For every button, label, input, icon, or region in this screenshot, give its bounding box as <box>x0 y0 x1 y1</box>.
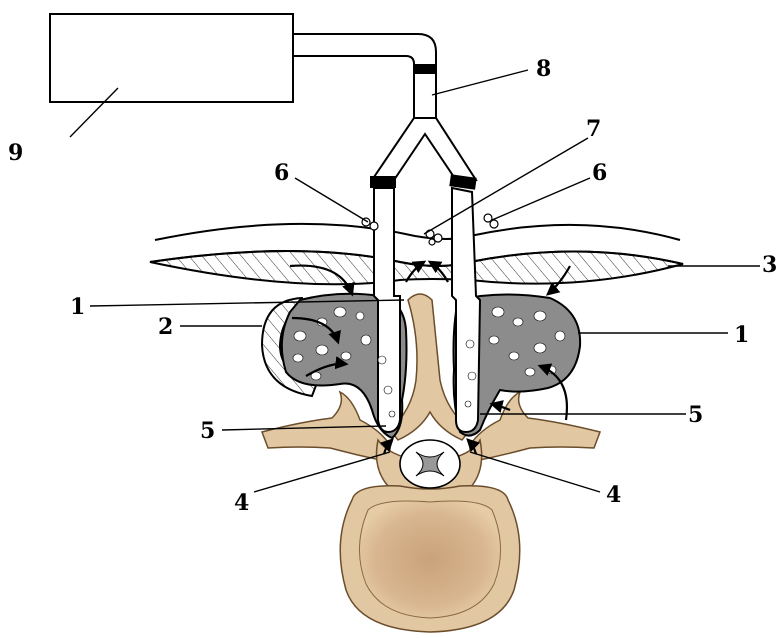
connecting-tube <box>293 34 436 120</box>
label-2: 2 <box>158 314 173 340</box>
label-8: 8 <box>536 56 551 82</box>
skin-layer <box>150 224 683 284</box>
label-5-right: 5 <box>688 402 703 428</box>
vacuum-unit-box <box>50 14 293 102</box>
label-7: 7 <box>586 116 601 142</box>
label-3: 3 <box>762 252 776 278</box>
label-6-left: 6 <box>274 160 289 186</box>
label-5-left: 5 <box>200 418 215 444</box>
label-4-right: 4 <box>606 482 621 508</box>
label-6-right: 6 <box>592 160 607 186</box>
label-9: 9 <box>8 140 23 166</box>
left-branch-clamp <box>370 176 396 188</box>
label-1-left: 1 <box>70 294 85 320</box>
label-1-right: 1 <box>734 322 749 348</box>
label-4-left: 4 <box>234 490 249 516</box>
tube-clamp <box>413 64 437 74</box>
y-connector <box>372 118 476 180</box>
spinal-canal <box>400 440 460 488</box>
